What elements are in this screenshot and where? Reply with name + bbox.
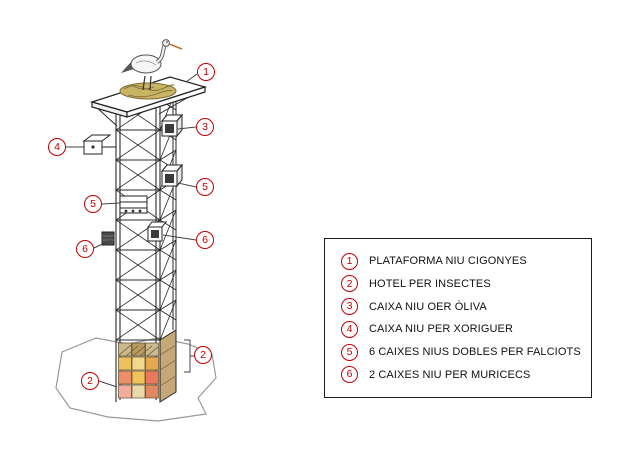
legend-item: 6 2 CAIXES NIU PER MURICECS [341,366,591,384]
insect-hotel-side [159,329,177,403]
nest-box-kestrel [82,134,116,155]
callout-2-hotel-right: 2 [194,346,212,364]
legend-item-number: 1 [341,252,358,270]
legend-item: 3 CAIXA NIU OER ÒLIVA [341,298,591,316]
hotel-twig-hatch [118,344,159,357]
callout-1-platform: 1 [197,63,215,81]
callout-6-bat-right: 6 [196,231,214,249]
callout-4-kestrel-box: 4 [48,138,66,156]
tower-illustration [55,39,217,422]
legend-item-number: 2 [341,275,358,293]
legend-item-label: PLATAFORMA NIU CIGONYES [369,255,527,268]
legend-item-label: 2 CAIXES NIU PER MURICECS [369,368,531,381]
nest-box-owl [160,113,184,138]
legend-item: 4 CAIXA NIU PER XORIGUER [341,320,591,338]
swift-box-front [119,195,148,214]
callout-2-hotel-left: 2 [81,372,99,390]
tower-front-face [115,99,161,402]
bat-box-left [101,231,115,246]
callout-6-bat-left: 6 [76,240,94,258]
callout-5-swift-right: 5 [196,178,214,196]
legend-item: 5 6 CAIXES NIUS DOBLES PER FALCIOTS [341,343,591,361]
legend-item: 1 PLATAFORMA NIU CIGONYES [341,252,591,270]
bat-box-right [146,221,168,242]
leader-lines [66,73,198,388]
insect-hotel [118,342,159,399]
callout-3-owl-box: 3 [196,118,214,136]
legend-item-number: 4 [341,320,358,338]
legend-item-label: 6 CAIXES NIUS DOBLES PER FALCIOTS [369,346,581,359]
nest [119,82,177,100]
legend-item-label: CAIXA NIU PER XORIGUER [369,323,514,336]
callout-5-swift-front: 5 [84,195,102,213]
legend-item-number: 6 [341,366,358,384]
legend-item-label: HOTEL PER INSECTES [369,277,491,290]
legend-item: 2 HOTEL PER INSECTES [341,275,591,293]
hotel-bracket [184,339,194,373]
stork-icon [121,39,183,91]
legend-item-label: CAIXA NIU OER ÒLIVA [369,300,487,313]
legend-item-number: 3 [341,298,358,316]
legend-item-number: 5 [341,343,358,361]
legend-panel: 1 PLATAFORMA NIU CIGONYES 2 HOTEL PER IN… [324,238,592,398]
insect-hotel-side-lines [159,344,177,387]
swift-box-right [160,163,184,188]
